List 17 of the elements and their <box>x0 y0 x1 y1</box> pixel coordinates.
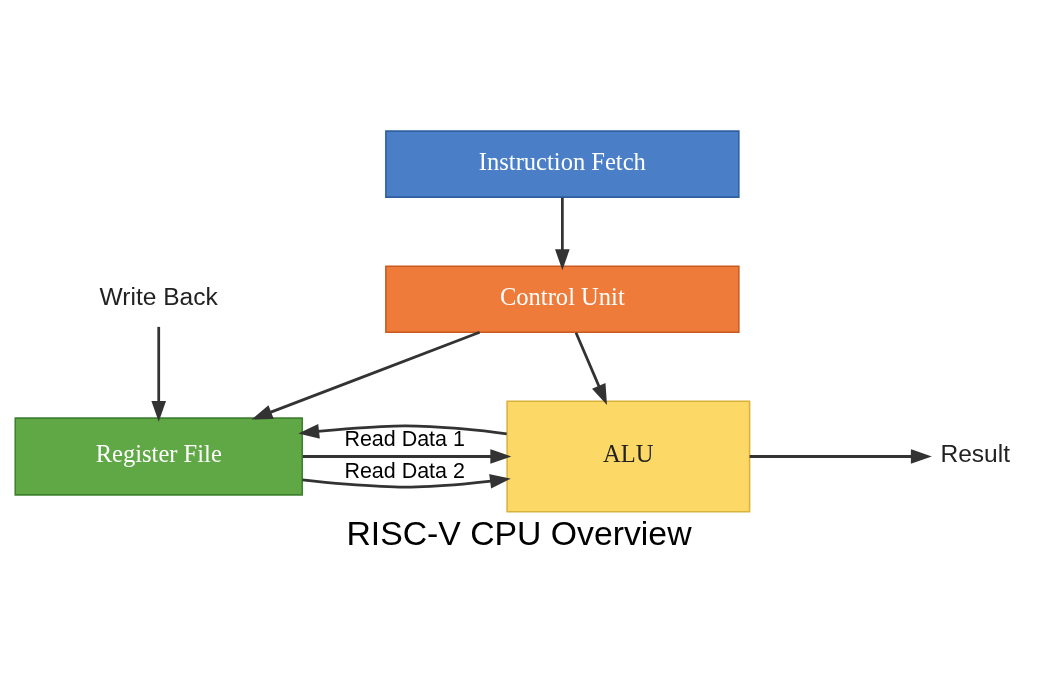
edge-label: Read Data 2 <box>344 458 465 483</box>
node-box: ALU <box>506 400 751 512</box>
node-box: Instruction Fetch <box>385 129 740 198</box>
diagram-title: RISC-V CPU Overview <box>346 513 692 552</box>
arrow <box>302 473 511 489</box>
arrow <box>302 448 512 464</box>
edge-label: Read Data 1 <box>344 426 465 451</box>
node-box: Register File <box>14 416 303 496</box>
arrow <box>749 448 932 464</box>
arrow <box>251 330 481 419</box>
node-text: Result <box>940 439 1010 467</box>
arrow <box>574 331 607 405</box>
arrow <box>151 326 167 422</box>
node-text: Write Back <box>99 282 218 310</box>
arrow <box>555 197 570 270</box>
node-box: Control Unit <box>385 264 740 333</box>
arrow <box>298 423 507 439</box>
